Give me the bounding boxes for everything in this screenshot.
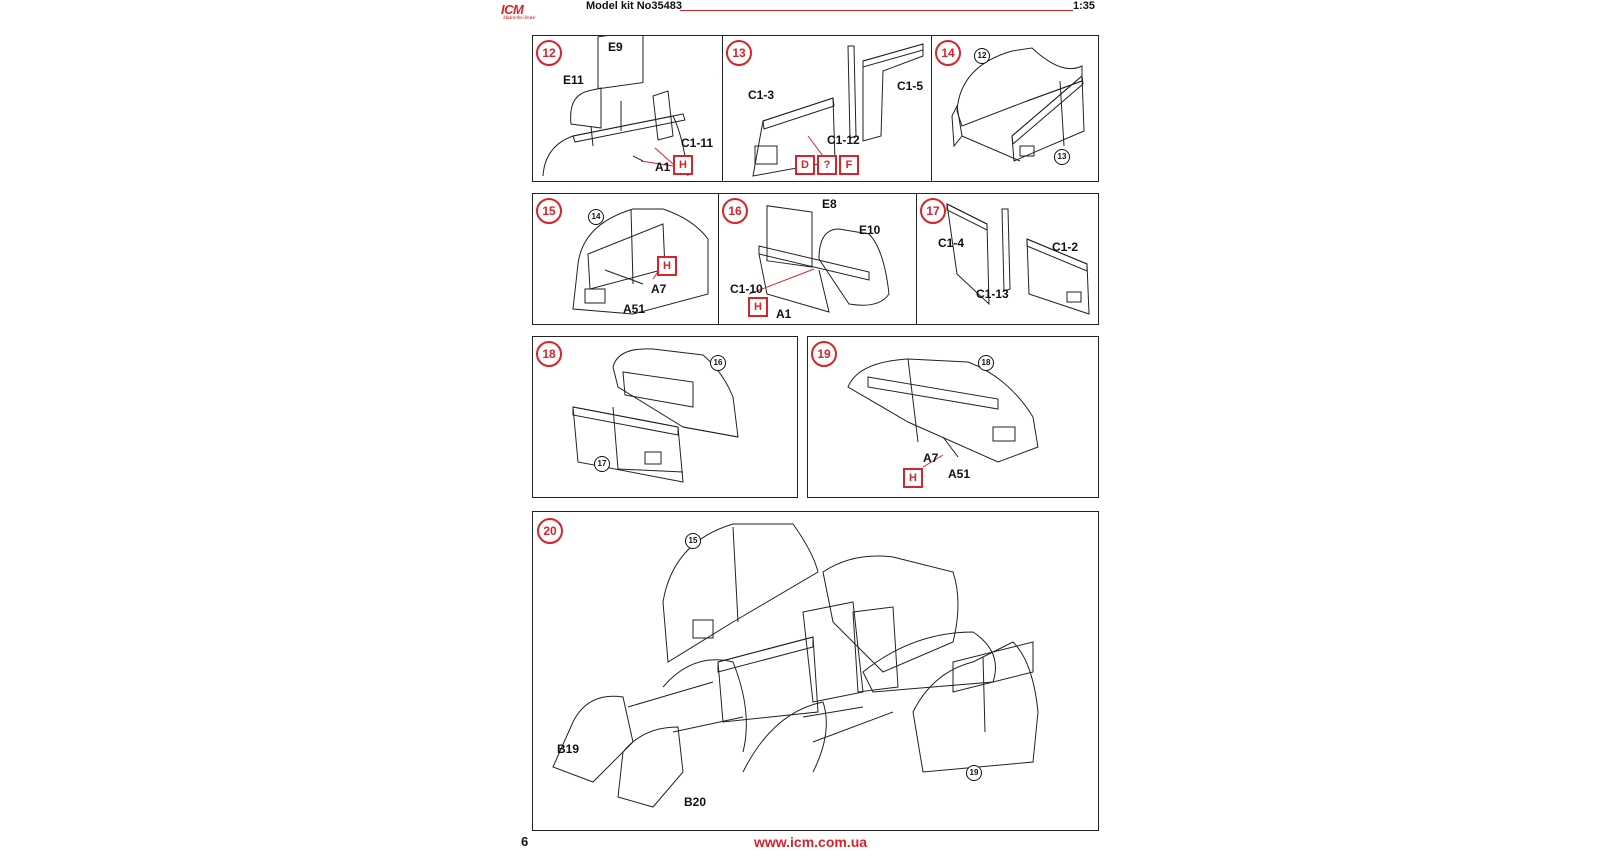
step-18-drawing [572, 348, 739, 483]
part-E11: E11 [563, 73, 584, 87]
part-C1-4: C1-4 [938, 236, 965, 250]
step-17-number: 17 [920, 198, 946, 224]
step-19-number: 19 [811, 341, 837, 367]
part-A1: A1 [776, 307, 792, 321]
header-rule [680, 10, 1073, 11]
step-13-number: 13 [726, 40, 752, 66]
logo-tagline: Made in the Ukraine [503, 16, 536, 21]
website-link[interactable]: www.icm.com.ua [754, 834, 868, 850]
part-A7: A7 [923, 451, 939, 465]
paint-code-D: D [795, 155, 815, 175]
paint-code-H: H [903, 468, 923, 488]
step-17-drawing [946, 203, 1090, 315]
paint-code-F: F [839, 155, 859, 175]
ref-step-18: 18 [978, 355, 994, 371]
step-16-number: 16 [722, 198, 748, 224]
part-A51: A51 [948, 467, 971, 481]
part-A7: A7 [651, 282, 667, 296]
step-14-number: 14 [935, 40, 961, 66]
ref-step-16: 16 [710, 355, 726, 371]
part-C1-11: C1-11 [681, 136, 714, 150]
step-17-panel: 17 C1-4 C1-2 C1-13 [916, 193, 1099, 325]
step-20-drawing [552, 523, 1039, 808]
part-B20: B20 [684, 795, 707, 809]
step-18-panel: 18 16 17 [532, 336, 798, 498]
step-15-panel: 15 14 H A7 A51 [532, 193, 721, 325]
step-12-number: 12 [536, 40, 562, 66]
step-15-number: 15 [536, 198, 562, 224]
part-B19: B19 [557, 742, 580, 756]
part-C1-12: C1-12 [827, 133, 860, 147]
paint-code-H: H [673, 155, 693, 175]
part-A51: A51 [623, 302, 646, 316]
paint-code-H: H [748, 297, 768, 317]
step-13-panel: 13 C1-3 C1-5 C1-12 D ? F [722, 35, 933, 182]
paint-code-unknown: ? [817, 155, 837, 175]
step-14-drawing [951, 47, 1085, 162]
step-12-drawing [542, 36, 689, 177]
part-C1-3: C1-3 [748, 88, 775, 102]
part-C1-5: C1-5 [897, 79, 924, 93]
step-20-panel: 20 15 19 B19 B20 [532, 511, 1099, 831]
step-19-drawing [847, 358, 1039, 468]
part-C1-13: C1-13 [976, 287, 1009, 301]
part-E8: E8 [822, 197, 837, 211]
part-A1: A1 [655, 160, 671, 174]
step-19-panel: 19 18 A7 H A51 [807, 336, 1099, 498]
scale-label: 1:35 [1073, 0, 1096, 12]
step-16-panel: 16 E8 E10 C1-10 H A1 [718, 193, 918, 325]
page-number: 6 [521, 834, 529, 849]
step-14-panel: 14 12 13 [931, 35, 1099, 182]
kit-number: Model kit No35483 [586, 0, 682, 12]
step-18-number: 18 [536, 341, 562, 367]
step-12-panel: 12 E9 E11 C1-11 A1 H [532, 35, 725, 182]
step-16-drawing [748, 205, 890, 313]
ref-step-19: 19 [966, 765, 982, 781]
ref-step-13: 13 [1054, 149, 1070, 165]
ref-step-17: 17 [594, 456, 610, 472]
part-C1-2: C1-2 [1052, 240, 1079, 254]
ref-step-15: 15 [685, 533, 701, 549]
part-C1-10: C1-10 [730, 282, 763, 296]
ref-step-12: 12 [974, 48, 990, 64]
step-20-number: 20 [537, 518, 563, 544]
part-E9: E9 [608, 40, 623, 54]
ref-step-14: 14 [588, 209, 604, 225]
part-E10: E10 [859, 223, 881, 237]
paint-code-H: H [657, 256, 677, 276]
